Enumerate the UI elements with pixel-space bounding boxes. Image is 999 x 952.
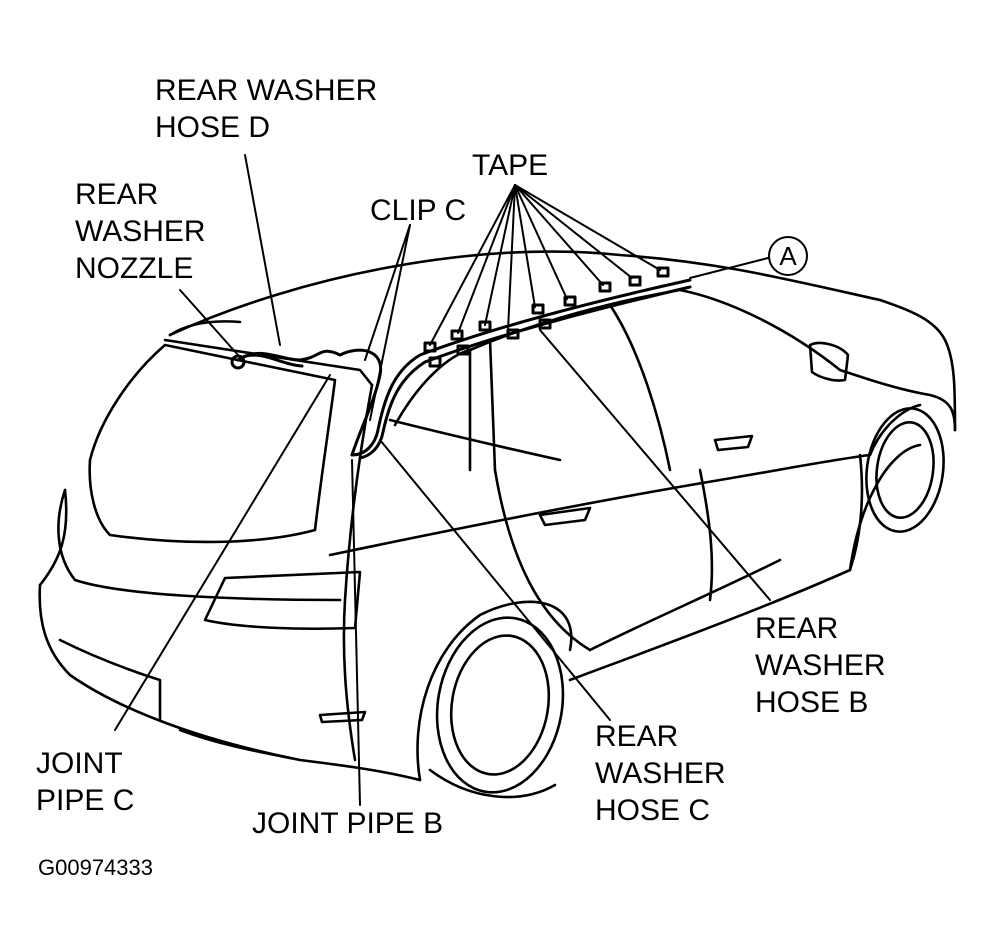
label-line: REAR [755,612,839,645]
label-line: WASHER [75,215,206,248]
label-line: JOINT PIPE B [252,807,444,840]
label-line: WASHER [755,649,886,682]
callout-a-letter: A [779,241,797,271]
label-line: JOINT [36,747,123,780]
label-line: CLIP C [370,194,467,227]
label-line: HOSE B [755,686,869,719]
label-line: HOSE D [155,111,271,144]
label-line: WASHER [595,757,726,790]
label-tape: TAPE [472,147,548,184]
label-joint-pipe-b: JOINT PIPE B [252,805,443,842]
label-line: REAR [595,720,679,753]
leader-lines [114,154,771,806]
label-rear-washer-hose-b: REAR WASHER HOSE B [755,610,886,721]
label-rear-washer-hose-c: REAR WASHER HOSE C [595,718,726,829]
label-line: NOZZLE [75,252,194,285]
label-line: TAPE [472,149,549,182]
label-line: HOSE C [595,794,711,827]
label-line: PIPE C [36,784,135,817]
label-rear-washer-hose-d: REAR WASHER HOSE D [155,72,377,146]
label-joint-pipe-c: JOINT PIPE C [36,745,134,819]
washer-hose-route [230,266,692,460]
label-line: REAR WASHER [155,74,378,107]
label-line: REAR [75,178,159,211]
label-clip-c: CLIP C [370,192,466,229]
callout-a-circle: A [768,236,808,276]
figure-id: G00974333 [38,855,153,880]
label-rear-washer-nozzle: REAR WASHER NOZZLE [75,176,206,287]
